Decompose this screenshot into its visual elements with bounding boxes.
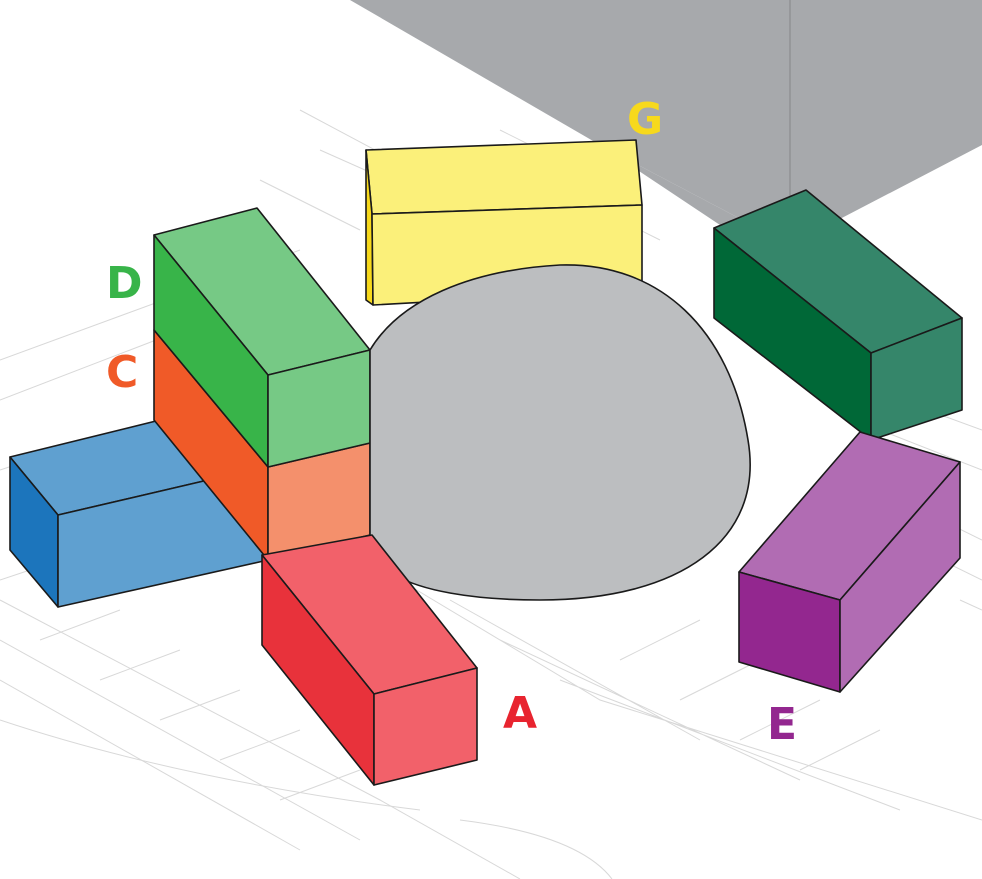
label-g: G bbox=[627, 94, 663, 145]
label-a: A bbox=[503, 688, 537, 739]
block-dark-green bbox=[713, 189, 963, 441]
block-d bbox=[153, 207, 371, 468]
block-e bbox=[738, 431, 961, 693]
dome bbox=[369, 264, 751, 601]
label-d: D bbox=[106, 258, 143, 309]
block-blue bbox=[9, 419, 269, 608]
label-c: C bbox=[106, 347, 138, 398]
block-a bbox=[261, 534, 478, 786]
label-e: E bbox=[767, 699, 797, 750]
